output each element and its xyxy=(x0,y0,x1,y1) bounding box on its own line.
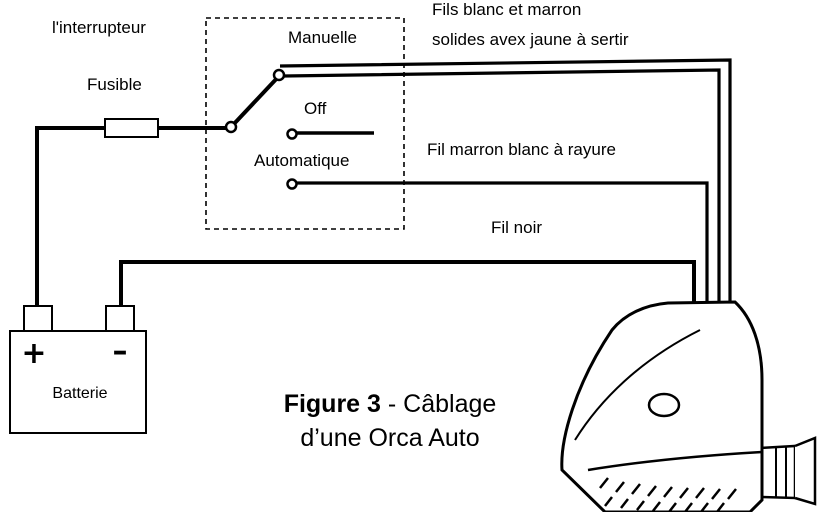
pump-sensor xyxy=(647,392,681,418)
battery xyxy=(9,330,147,434)
positive-post xyxy=(23,305,53,333)
figure-number: Figure 3 xyxy=(284,390,381,418)
pump-nozzle xyxy=(758,444,797,500)
fuse xyxy=(104,118,159,138)
common-terminal xyxy=(224,120,238,134)
white-brown-wires-label-line1: Fils blanc et marron xyxy=(432,0,581,19)
automatic-wire xyxy=(295,181,709,306)
switch-enclosure xyxy=(205,17,405,230)
manual-terminal xyxy=(272,68,286,82)
battery-label: Batterie xyxy=(52,385,107,402)
switch-lever xyxy=(230,73,282,128)
white-brown-wires-label-line2: solides avex jaune à sertir xyxy=(432,30,629,49)
brown-white-striped-wire-label: Fil marron blanc à rayure xyxy=(427,140,616,159)
manual-label: Manuelle xyxy=(288,28,357,47)
figure-caption-line2: d’une Orca Auto xyxy=(300,424,479,452)
pump xyxy=(560,300,817,512)
battery-minus-sign: – xyxy=(113,334,128,369)
battery-plus-sign: + xyxy=(21,336,46,371)
automatic-terminal xyxy=(286,178,298,190)
manual-wire-inner xyxy=(283,68,721,306)
switch-label: l'interrupteur xyxy=(52,18,146,37)
off-label: Off xyxy=(304,99,327,118)
off-terminal xyxy=(286,128,298,140)
figure-title: - Câblage xyxy=(381,390,496,418)
fuse-label: Fusible xyxy=(87,75,142,94)
automatic-label: Automatique xyxy=(254,151,349,170)
black-wire-label: Fil noir xyxy=(491,218,542,237)
negative-post xyxy=(105,305,135,333)
negative-wire xyxy=(119,260,696,306)
positive-wire xyxy=(35,126,105,306)
figure-caption-line1: Figure 3 - Câblage xyxy=(284,390,497,418)
manual-wire-outer xyxy=(279,58,732,306)
